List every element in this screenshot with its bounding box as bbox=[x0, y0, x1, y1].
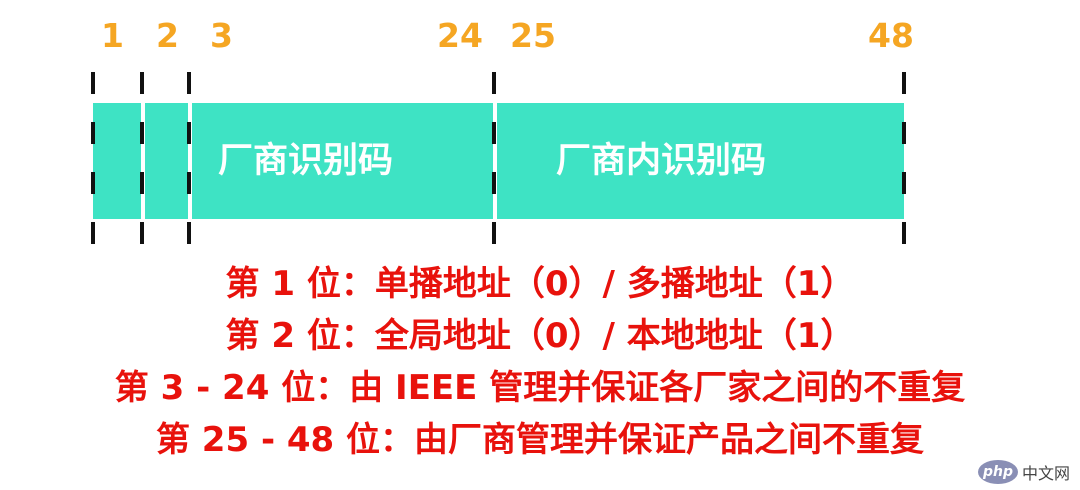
bit-number-3: 3 bbox=[210, 16, 233, 55]
field-oui-label: 厂商识别码 bbox=[218, 141, 394, 181]
bit-notes: 第 1 位：单播地址（0）/ 多播地址（1） 第 2 位：全局地址（0）/ 本地… bbox=[0, 258, 1080, 466]
field-bit-2 bbox=[145, 103, 188, 219]
bit-number-1: 1 bbox=[101, 16, 124, 55]
boundary-tick-1 bbox=[140, 72, 144, 244]
bit-number-25: 25 bbox=[510, 16, 556, 55]
field-nic: 厂商内识别码 bbox=[497, 103, 904, 219]
note-bit-2: 第 2 位：全局地址（0）/ 本地地址（1） bbox=[225, 316, 855, 356]
boundary-tick-2 bbox=[187, 72, 191, 244]
note-bit-1: 第 1 位：单播地址（0）/ 多播地址（1） bbox=[225, 264, 855, 304]
field-bit-1 bbox=[93, 103, 141, 219]
watermark: php 中文网 bbox=[977, 460, 1070, 484]
bit-number-24: 24 bbox=[437, 16, 483, 55]
boundary-tick-24 bbox=[492, 72, 496, 244]
watermark-badge: php bbox=[977, 460, 1018, 484]
field-oui: 厂商识别码 bbox=[192, 103, 493, 219]
watermark-text: 中文网 bbox=[1021, 464, 1070, 483]
note-bits-25-48: 第 25 - 48 位：由厂商管理并保证产品之间不重复 bbox=[155, 420, 925, 460]
field-nic-label: 厂商内识别码 bbox=[556, 141, 767, 181]
bit-number-48: 48 bbox=[868, 16, 914, 55]
bit-number-2: 2 bbox=[156, 16, 179, 55]
boundary-tick-0 bbox=[91, 72, 95, 244]
boundary-tick-48 bbox=[902, 72, 906, 244]
note-bits-3-24: 第 3 - 24 位：由 IEEE 管理并保证各厂家之间的不重复 bbox=[114, 368, 966, 408]
